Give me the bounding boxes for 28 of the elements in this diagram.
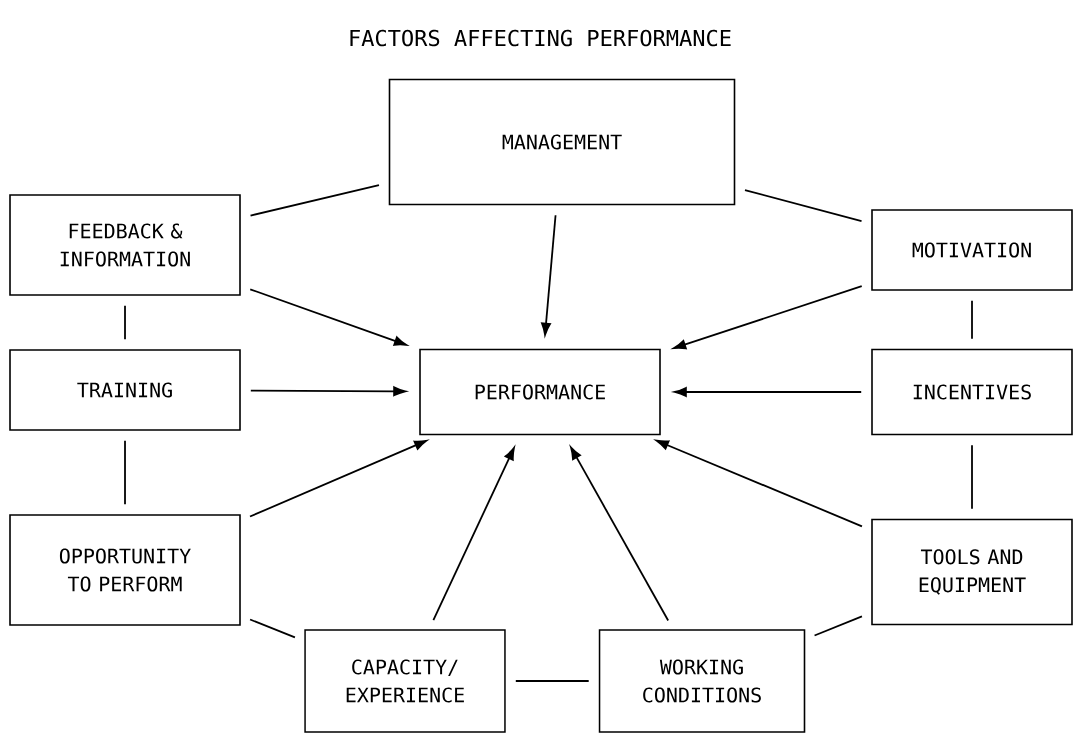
factor-box: MOTIVATION: [871, 209, 1073, 291]
arrow: [249, 386, 407, 397]
connector-line: [249, 184, 380, 217]
arrow: [673, 387, 863, 397]
connector-line: [124, 439, 126, 506]
connector-line: [514, 680, 590, 682]
arrow: [655, 439, 863, 528]
factor-box: MANAGEMENT: [388, 78, 736, 206]
factor-box: TRAINING: [9, 349, 241, 431]
arrow: [570, 446, 670, 622]
factor-box: TOOLS AND EQUIPMENT: [871, 518, 1073, 626]
arrow: [541, 214, 557, 336]
connector-line: [744, 189, 863, 222]
factor-box: PERFORMANCE: [419, 348, 661, 436]
title: FACTORS AFFECTING PERFORMANCE: [350, 29, 731, 47]
connector-line: [249, 618, 296, 639]
factor-box: OPPORTUNITY TO PERFORM: [9, 514, 241, 626]
factor-box: INCENTIVES: [871, 348, 1073, 436]
connector-line: [813, 615, 863, 637]
factor-box: WORKING CONDITIONS: [598, 629, 806, 733]
arrow: [249, 439, 428, 518]
factor-box: FEEDBACK & INFORMATION: [9, 194, 241, 296]
connector-line: [124, 304, 126, 341]
connector-line: [971, 299, 973, 340]
arrow: [249, 288, 407, 346]
factor-box: CAPACITY/ EXPERIENCE: [304, 629, 506, 733]
connector-line: [971, 444, 973, 510]
arrow: [673, 285, 863, 350]
